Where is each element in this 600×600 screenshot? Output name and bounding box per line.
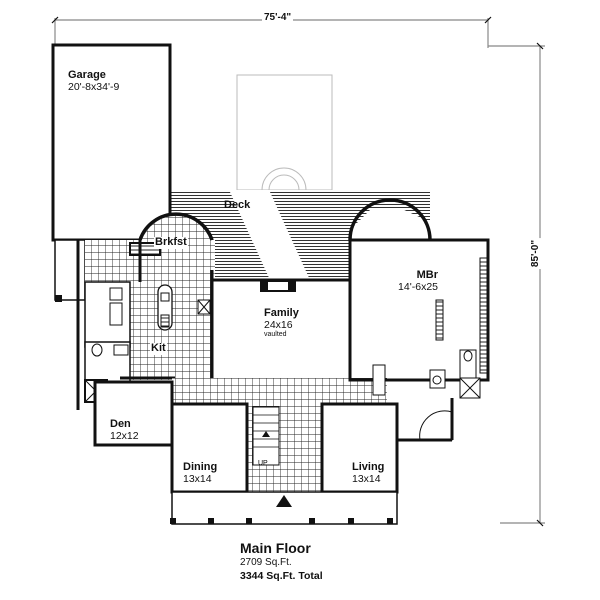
- caption-area: 2709 Sq.Ft.: [240, 557, 292, 568]
- room-label-deck: Deck: [224, 199, 251, 211]
- room-label-breakfast: Brkfst: [154, 236, 188, 249]
- entry-arrow-icon: [276, 495, 292, 507]
- plan-caption: Main Floor 2709 Sq.Ft. 3344 Sq.Ft. Total: [240, 540, 323, 582]
- caption-total: 3344 Sq.Ft. Total: [240, 570, 323, 582]
- room-label-kitchen: Kit: [150, 342, 167, 355]
- caption-title: Main Floor: [240, 540, 311, 556]
- master-bedroom-walls: [348, 238, 490, 382]
- overall-width-dimension: 75'-4": [262, 12, 294, 23]
- overall-depth-dimension: 85'-0": [530, 237, 542, 270]
- svg-text:UP: UP: [258, 460, 268, 467]
